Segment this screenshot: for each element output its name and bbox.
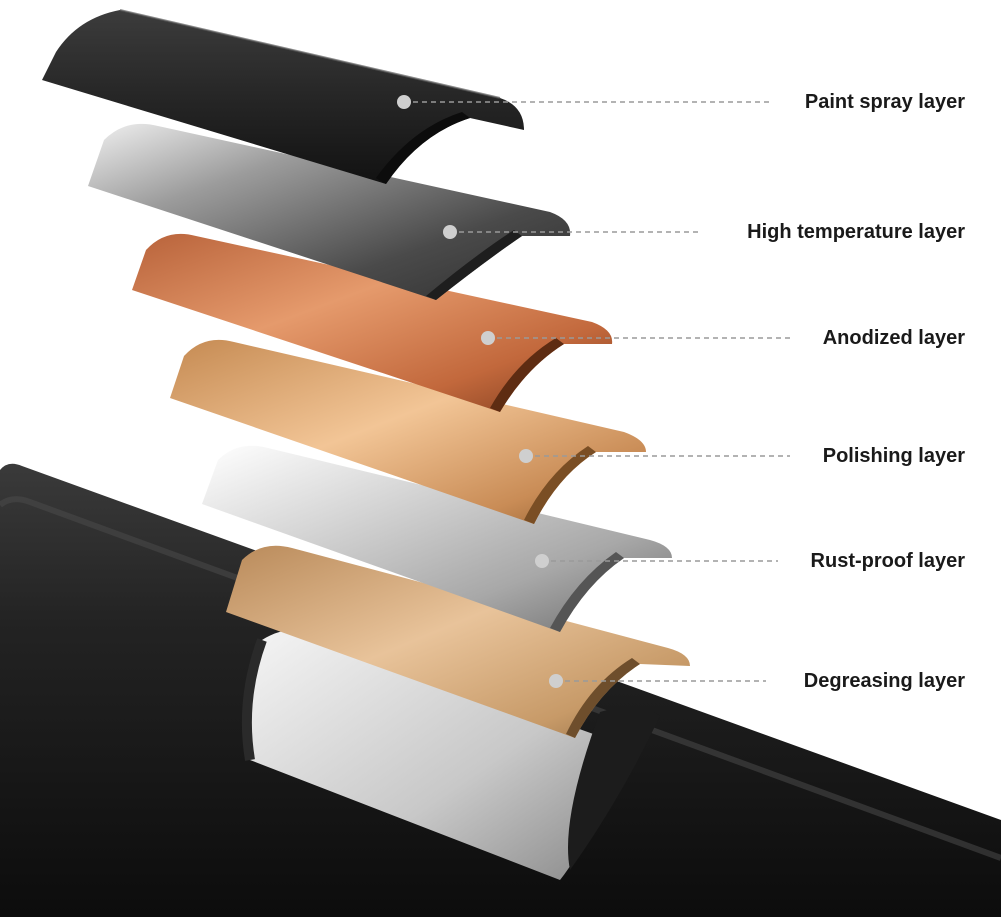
shell-paint-spray bbox=[42, 9, 524, 184]
label-paint-spray-layer: Paint spray layer bbox=[804, 91, 965, 113]
label-rust-proof-layer: Rust-proof layer bbox=[810, 550, 965, 572]
label-anodized-layer: Anodized layer bbox=[822, 327, 965, 349]
dot-degreasing bbox=[549, 674, 563, 688]
dot-rust-proof bbox=[535, 554, 549, 568]
shell-high-temperature bbox=[88, 123, 571, 300]
label-polishing-layer: Polishing layer bbox=[822, 445, 965, 467]
shell-anodized bbox=[132, 233, 613, 412]
shell-degreasing bbox=[226, 545, 690, 738]
dot-polishing bbox=[519, 449, 533, 463]
shell-polishing bbox=[170, 339, 646, 524]
label-degreasing-layer: Degreasing layer bbox=[803, 670, 965, 692]
label-high-temperature-layer: High temperature layer bbox=[747, 221, 965, 243]
dot-high-temperature bbox=[443, 225, 457, 239]
dot-paint-spray bbox=[397, 95, 411, 109]
shell-rust-proof bbox=[202, 445, 672, 632]
leader-lines bbox=[404, 101, 790, 682]
dot-anodized bbox=[481, 331, 495, 345]
leader-dots bbox=[397, 95, 563, 688]
